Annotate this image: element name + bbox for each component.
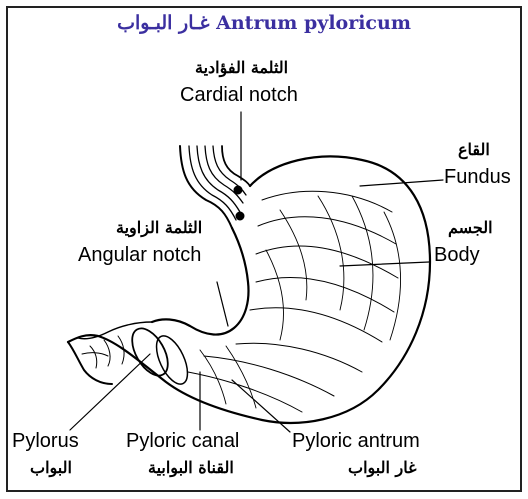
pyloric-canal-en-label: Pyloric canal — [126, 430, 239, 453]
body-en-label: Body — [434, 244, 480, 267]
cardial-notch-ar-label: الثلمة الفؤادية — [195, 58, 288, 77]
fundus-ar-label: القاع — [458, 140, 490, 159]
angular-notch-ar-label: الثلمة الزاوية — [116, 218, 202, 237]
pyloric-canal-ar-label: القناة البوابية — [148, 458, 234, 477]
pylorus-en-label: Pylorus — [12, 430, 79, 453]
body-ar-label: الجسم — [448, 218, 493, 237]
pyloric-antrum-ar-label: غار البواب — [348, 458, 416, 477]
pylorus-ar-label: البواب — [30, 458, 72, 477]
cardial-notch-en-label: Cardial notch — [180, 84, 298, 107]
pyloric-antrum-en-label: Pyloric antrum — [292, 430, 420, 453]
angular-notch-en-label: Angular notch — [78, 244, 201, 267]
fundus-en-label: Fundus — [444, 166, 511, 189]
